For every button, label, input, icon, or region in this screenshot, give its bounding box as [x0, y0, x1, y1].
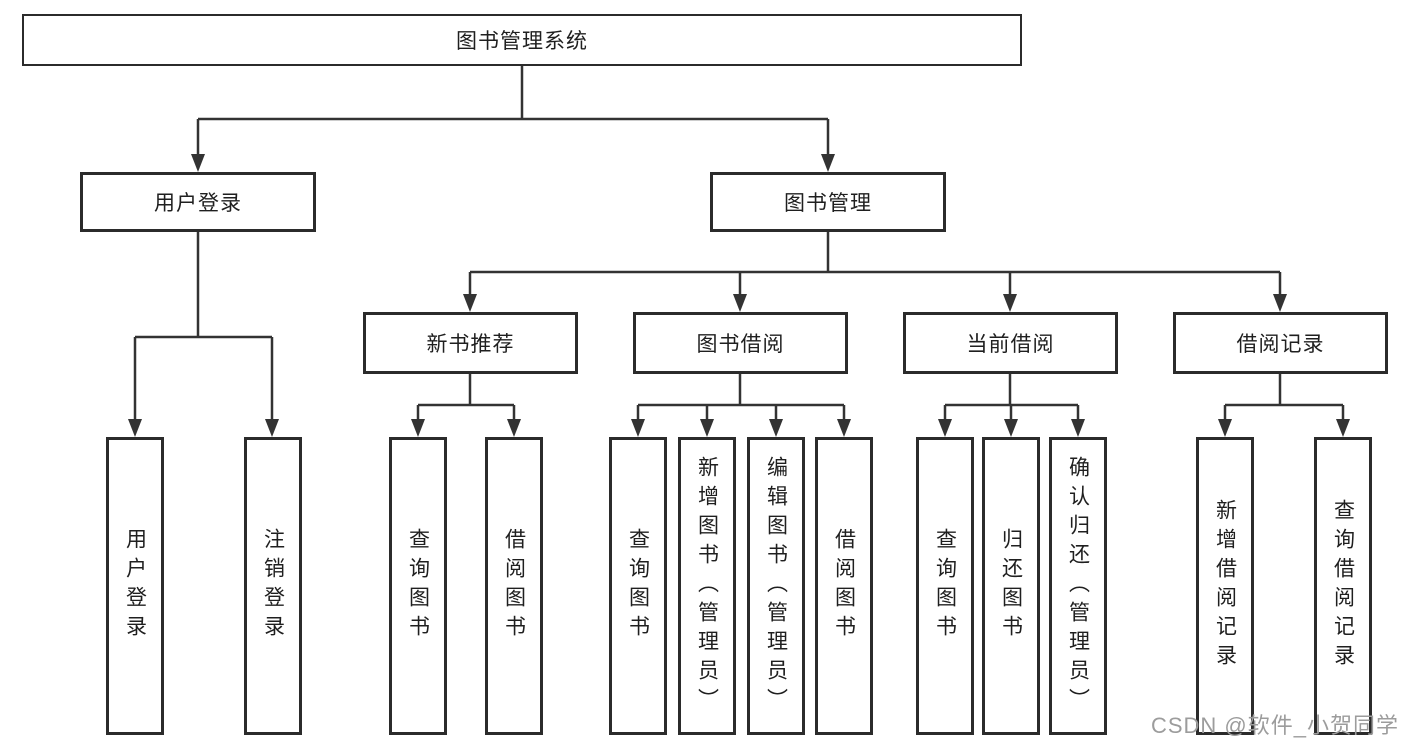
node-current-borrow: 当前借阅 — [903, 312, 1118, 374]
node-user-login-label: 用户登录 — [154, 192, 242, 215]
node-book-borrow-label: 图书借阅 — [696, 333, 785, 356]
node-user-login: 用户登录 — [80, 172, 316, 232]
leaf-query-borrow-record-label: 查询借阅记录 — [1331, 499, 1355, 673]
leaf-confirm-return-admin-label: 确认归还（管理员） — [1066, 455, 1090, 717]
leaf-add-book-admin: 新增图书（管理员） — [678, 437, 736, 735]
leaf-borrow-book-1-label: 借阅图书 — [502, 528, 526, 644]
leaf-query-borrow-record: 查询借阅记录 — [1314, 437, 1372, 735]
node-new-book-recommend: 新书推荐 — [363, 312, 578, 374]
leaf-query-book-1-label: 查询图书 — [406, 528, 430, 644]
leaf-user-login-label: 用户登录 — [123, 528, 147, 644]
leaf-edit-book-admin: 编辑图书（管理员） — [747, 437, 805, 735]
node-borrow-records-label: 借阅记录 — [1236, 333, 1325, 356]
leaf-borrow-book-2-label: 借阅图书 — [832, 528, 856, 644]
leaf-query-book-2-label: 查询图书 — [626, 528, 650, 644]
node-borrow-records: 借阅记录 — [1173, 312, 1388, 374]
node-root-label: 图书管理系统 — [456, 30, 588, 53]
leaf-edit-book-admin-label: 编辑图书（管理员） — [764, 455, 788, 717]
node-new-book-recommend-label: 新书推荐 — [426, 333, 515, 356]
leaf-return-book: 归还图书 — [982, 437, 1040, 735]
leaf-query-book-3-label: 查询图书 — [933, 528, 957, 644]
leaf-query-book-1: 查询图书 — [389, 437, 447, 735]
node-book-management-label: 图书管理 — [784, 192, 872, 215]
watermark-text: CSDN @软件_小贺同学 — [1150, 713, 1399, 738]
leaf-add-borrow-record: 新增借阅记录 — [1196, 437, 1254, 735]
node-book-management: 图书管理 — [710, 172, 946, 232]
leaf-logout: 注销登录 — [244, 437, 302, 735]
node-book-borrow: 图书借阅 — [633, 312, 848, 374]
leaf-add-borrow-record-label: 新增借阅记录 — [1213, 499, 1237, 673]
node-root: 图书管理系统 — [22, 14, 1022, 66]
leaf-user-login: 用户登录 — [106, 437, 164, 735]
leaf-confirm-return-admin: 确认归还（管理员） — [1049, 437, 1107, 735]
leaf-query-book-2: 查询图书 — [609, 437, 667, 735]
leaf-logout-label: 注销登录 — [261, 528, 285, 644]
leaf-add-book-admin-label: 新增图书（管理员） — [695, 455, 719, 717]
leaf-borrow-book-2: 借阅图书 — [815, 437, 873, 735]
leaf-borrow-book-1: 借阅图书 — [485, 437, 543, 735]
node-current-borrow-label: 当前借阅 — [966, 333, 1055, 356]
leaf-query-book-3: 查询图书 — [916, 437, 974, 735]
leaf-return-book-label: 归还图书 — [999, 528, 1023, 644]
